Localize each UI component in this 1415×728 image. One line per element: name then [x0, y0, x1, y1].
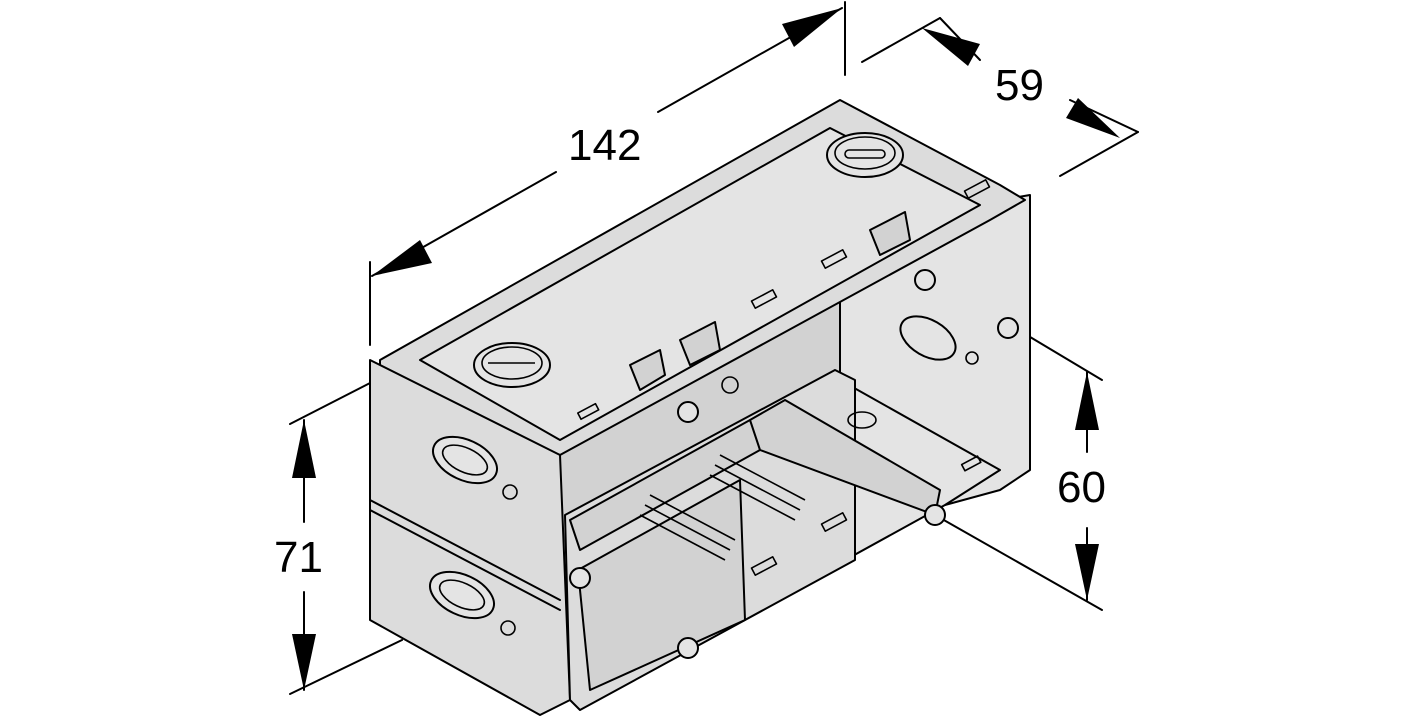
top-slot-1 [750, 289, 778, 309]
dimension-71: 71 [274, 381, 403, 695]
dimension-label-60: 60 [1057, 463, 1106, 512]
dimension-label-59: 59 [995, 61, 1044, 110]
rib-5 [714, 464, 801, 511]
screw-2 [914, 269, 936, 291]
extension-line-71-top [289, 381, 373, 425]
dimension-60: 60 [934, 324, 1106, 611]
dimension-line-59-b [1059, 131, 1139, 177]
clip-2 [679, 321, 721, 366]
hole-back [965, 351, 979, 365]
screw-4 [924, 504, 946, 526]
dimension-line-59-a [861, 17, 941, 63]
floor-slot-3 [960, 455, 982, 472]
rib-4 [719, 454, 806, 501]
screw-boss-right-inner [834, 136, 896, 170]
rib-3 [639, 514, 726, 561]
rib-6 [709, 474, 796, 521]
screw-slot-right [844, 149, 886, 159]
dimension-59: 59 [861, 17, 1139, 177]
arrow-142-right [782, 8, 842, 47]
rib-1 [649, 494, 736, 541]
screw-1 [677, 401, 699, 423]
arrow-71-top [292, 420, 316, 478]
front-divider [369, 509, 561, 611]
arrow-60-bottom [1075, 544, 1099, 600]
rail-left-lower [577, 479, 746, 691]
top-slot-4 [576, 402, 600, 421]
clip-1 [629, 349, 666, 391]
screw-boss-right [826, 132, 904, 178]
hole-floor [847, 411, 877, 429]
junction-box [369, 99, 1031, 716]
dimension-label-71: 71 [274, 533, 323, 582]
arrow-142-left [372, 240, 432, 276]
front-divider-2 [369, 499, 561, 601]
screw-3 [997, 317, 1019, 339]
arrow-71-bottom [292, 634, 316, 690]
floor-slot-2 [750, 556, 778, 576]
dimension-label-142: 142 [568, 121, 641, 170]
extension-line-60-bottom [934, 514, 1103, 611]
dimension-142: 142 [369, 1, 846, 346]
front-oval-lower-inner [438, 579, 486, 611]
arrow-59-top [922, 28, 980, 66]
extension-line-71-bottom [289, 639, 403, 695]
rib-2 [644, 504, 731, 551]
arrow-60-top [1075, 372, 1099, 430]
screw-boss-left [473, 342, 551, 388]
hole-inner [721, 376, 739, 394]
clip-3 [869, 211, 911, 256]
screw-boss-left-inner [481, 346, 543, 380]
hole-front-lower [500, 620, 516, 636]
top-slot-3 [963, 179, 991, 199]
screw-6 [569, 567, 591, 589]
front-oval-lower [429, 570, 495, 620]
hole-front-upper [502, 484, 518, 500]
rail-right [749, 399, 941, 516]
floor-slot-1 [820, 512, 848, 532]
back-oval [899, 315, 957, 361]
front-oval-upper [432, 435, 498, 485]
box-top-surface [419, 127, 981, 441]
front-oval-upper-inner [441, 444, 489, 476]
arrow-59-bottom [1066, 98, 1120, 138]
top-slot-2 [820, 249, 848, 269]
box-end-wall-front [369, 359, 571, 716]
screw-5 [677, 637, 699, 659]
